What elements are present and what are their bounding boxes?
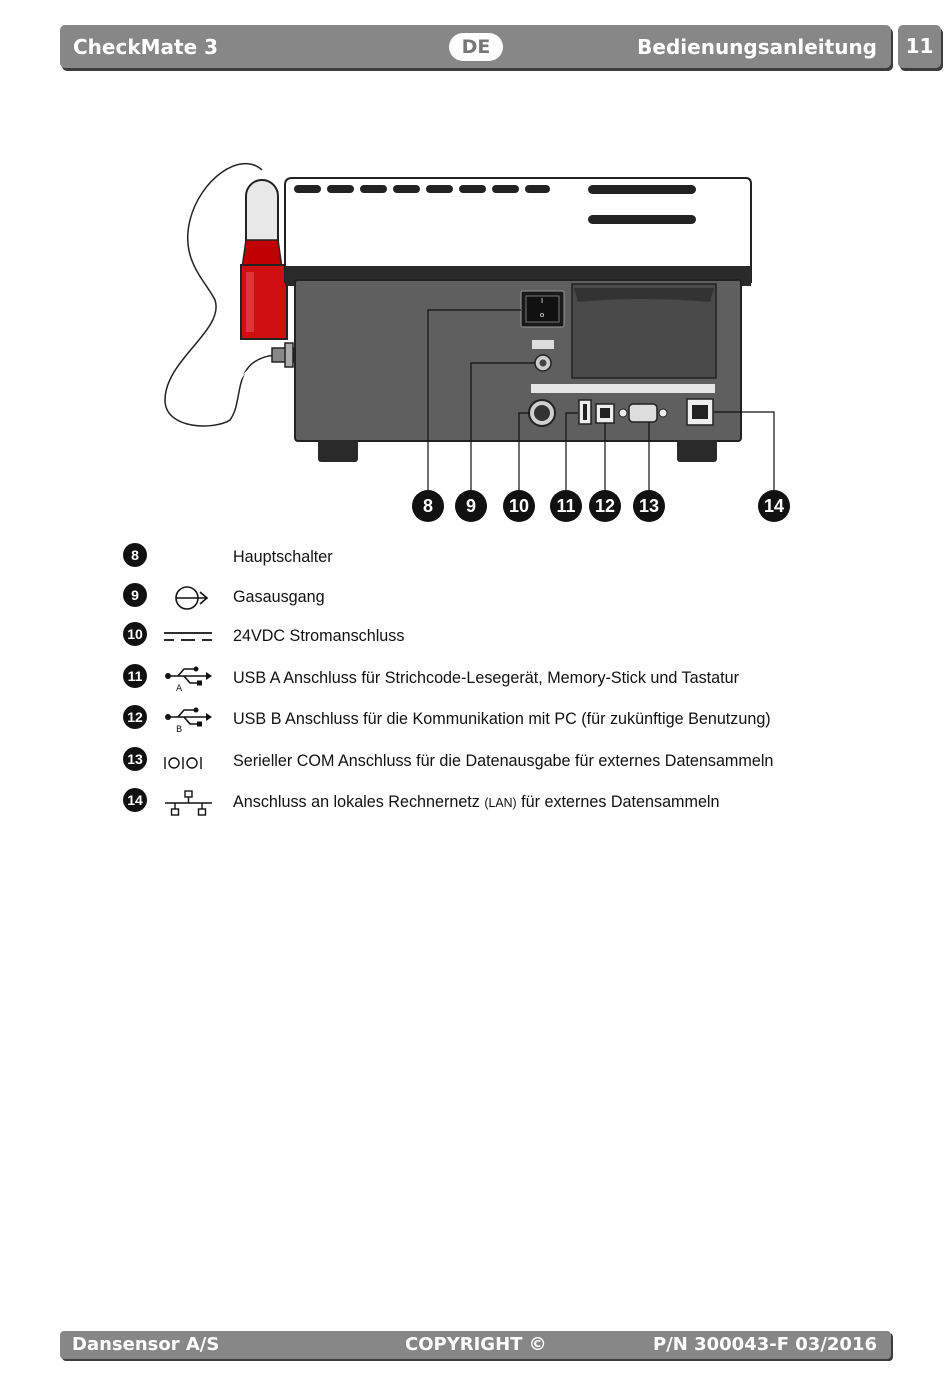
page-footer: Dansensor A/S COPYRIGHT © P/N 300043-F 0… bbox=[60, 1331, 891, 1359]
callout-13: 13 bbox=[633, 490, 665, 522]
svg-text:I: I bbox=[541, 297, 543, 305]
callout-10: 10 bbox=[503, 490, 535, 522]
callout-8: 8 bbox=[412, 490, 444, 522]
serial-port bbox=[628, 403, 658, 423]
callout-11: 11 bbox=[550, 490, 582, 522]
device-foot-left bbox=[318, 440, 358, 462]
product-name: CheckMate 3 bbox=[73, 35, 219, 59]
callout-12: 12 bbox=[589, 490, 621, 522]
document-title: Bedienungsanleitung bbox=[637, 35, 877, 59]
page-number: 11 bbox=[898, 25, 941, 68]
legend-text: Hauptschalter bbox=[233, 547, 333, 566]
footer-company: Dansensor A/S bbox=[72, 1334, 220, 1355]
legend-number: 13 bbox=[123, 747, 147, 771]
legend-number: 9 bbox=[123, 583, 147, 607]
callout-14: 14 bbox=[758, 490, 790, 522]
legend-text: USB A Anschluss für Strichcode-Lesegerät… bbox=[233, 668, 739, 687]
legend-number: 14 bbox=[123, 788, 147, 812]
legend-item: 13 Serieller COM Anschluss für die Daten… bbox=[0, 747, 950, 775]
legend-item: 11 A USB A Anschluss für Strichcode-Lese… bbox=[0, 664, 950, 692]
legend-item: 14 Anschluss an lokales Rechnernetz (LAN… bbox=[0, 788, 950, 816]
legend-text: Anschluss an lokales Rechnernetz (LAN) f… bbox=[233, 792, 720, 812]
language-badge: DE bbox=[449, 33, 503, 61]
legend-item: 8 Hauptschalter bbox=[0, 543, 950, 571]
usb-b-icon: B bbox=[165, 707, 212, 733]
legend-text-part: Anschluss an lokales Rechnernetz bbox=[233, 792, 480, 811]
gas-tube bbox=[164, 163, 276, 427]
usb-icon-label: A bbox=[176, 684, 183, 692]
legend-item: 9 Gasausgang bbox=[0, 583, 950, 611]
device-rear-illustration: I o bbox=[164, 163, 775, 492]
usb-a-icon: A bbox=[165, 666, 212, 692]
lan-network-icon bbox=[165, 790, 212, 816]
legend-number: 12 bbox=[123, 705, 147, 729]
legend-text: USB B Anschluss für die Kommunikation mi… bbox=[233, 709, 771, 728]
usb-icon-label: B bbox=[176, 725, 182, 733]
legend-text: Serieller COM Anschluss für die Datenaus… bbox=[233, 751, 774, 770]
legend-number: 11 bbox=[123, 664, 147, 688]
footer-part-number: P/N 300043-F 03/2016 bbox=[653, 1334, 877, 1355]
legend-text: Gasausgang bbox=[233, 587, 325, 606]
legend-text-small: (LAN) bbox=[484, 795, 517, 810]
legend-item: 12 B USB B Anschluss für die Kommunikati… bbox=[0, 705, 950, 733]
svg-text:o: o bbox=[540, 311, 544, 319]
legend-text-part: für externes Datensammeln bbox=[521, 792, 720, 811]
serial-port-icon bbox=[164, 757, 202, 769]
gas-outlet-icon bbox=[175, 586, 209, 610]
legend-text: 24VDC Stromanschluss bbox=[233, 626, 405, 645]
device-foot-right bbox=[677, 440, 717, 462]
callout-9: 9 bbox=[455, 490, 487, 522]
legend-item: 10 24VDC Stromanschluss bbox=[0, 622, 950, 650]
legend-number: 8 bbox=[123, 543, 147, 567]
footer-copyright: COPYRIGHT © bbox=[405, 1334, 547, 1355]
page-header: CheckMate 3 DE Bedienungsanleitung bbox=[60, 25, 891, 68]
dc-power-icon bbox=[164, 632, 212, 641]
legend-number: 10 bbox=[123, 622, 147, 646]
